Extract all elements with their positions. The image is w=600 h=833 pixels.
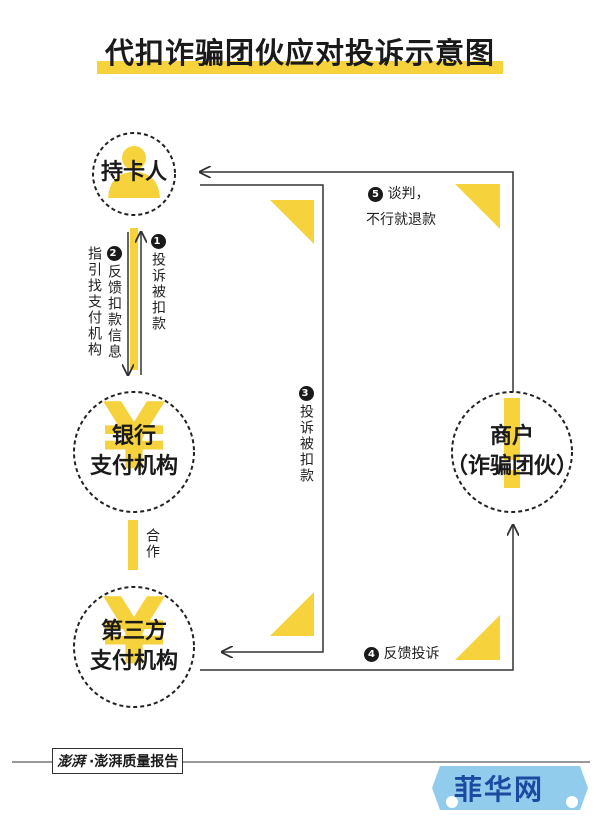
edge-2-label: 2 反馈扣款信息 bbox=[104, 246, 124, 360]
merchant-label: 商户 （诈骗团伙） bbox=[442, 422, 582, 482]
edge-5-number: 5 bbox=[368, 186, 383, 202]
cardholder-label: 持卡人 bbox=[100, 160, 167, 185]
edge-2-number: 2 bbox=[106, 246, 122, 261]
edge-1-text: 投诉被扣款 bbox=[150, 252, 166, 332]
third-party-label: 第三方 支付机构 bbox=[74, 617, 194, 677]
edge-5-text: 谈判， bbox=[387, 186, 430, 202]
edge-3-label: 3 投诉被扣款 bbox=[296, 386, 316, 484]
edge-2-label-2: 指引找支付机构 bbox=[86, 246, 102, 358]
bank-label-line1: 银行 bbox=[111, 424, 156, 449]
edge-3-line bbox=[200, 184, 324, 652]
footer-brand: 澎湃 ·澎湃质量报告 bbox=[52, 748, 184, 774]
edge-5-label-2: 不行就退款 bbox=[366, 212, 436, 228]
edge-4-number: 4 bbox=[364, 646, 379, 662]
svg-text:¥: ¥ bbox=[102, 383, 166, 490]
svg-text:¥: ¥ bbox=[102, 578, 166, 685]
third-party-label-line2: 支付机构 bbox=[89, 649, 178, 674]
merchant-label-line2: （诈骗团伙） bbox=[445, 454, 578, 479]
brand-name: ·澎湃质量报告 bbox=[89, 754, 179, 770]
edge-4-text: 反馈投诉 bbox=[383, 646, 440, 662]
third-party-node: ¥ bbox=[73, 578, 195, 708]
merchant-node bbox=[451, 391, 573, 513]
title-wrap: 代扣诈骗团伙应对投诉示意图 bbox=[0, 30, 600, 74]
edge-5-label: 5 谈判， bbox=[368, 183, 429, 203]
edge-1-number: 1 bbox=[150, 234, 166, 249]
coop-bar bbox=[128, 520, 138, 570]
edge-4-line bbox=[200, 525, 513, 671]
edge-4-label: 4 反馈投诉 bbox=[364, 643, 439, 663]
edge-3-number: 3 bbox=[298, 386, 314, 401]
bank-node: ¥ bbox=[73, 383, 195, 513]
edge-3-text: 投诉被扣款 bbox=[298, 404, 314, 484]
cardholder-node bbox=[92, 132, 176, 216]
page-title: 代扣诈骗团伙应对投诉示意图 bbox=[96, 30, 503, 74]
edge-1-label: 1 投诉被扣款 bbox=[148, 234, 168, 332]
brand-seal: 澎湃 bbox=[57, 754, 85, 770]
third-party-label-line1: 第三方 bbox=[100, 619, 167, 644]
bank-label: 银行 支付机构 bbox=[74, 422, 194, 482]
watermark-badge bbox=[432, 766, 588, 810]
merchant-label-line1: 商户 bbox=[489, 424, 534, 449]
bank-label-line2: 支付机构 bbox=[89, 454, 178, 479]
edge-1-2-arrows bbox=[128, 228, 141, 375]
title-text: 代扣诈骗团伙应对投诉示意图 bbox=[104, 36, 495, 70]
edge-5-line bbox=[200, 172, 514, 392]
coop-label: 合作 bbox=[144, 528, 160, 560]
edge-2-text: 反馈扣款信息 bbox=[106, 264, 122, 360]
watermark-text: 菲华网 bbox=[454, 773, 545, 806]
